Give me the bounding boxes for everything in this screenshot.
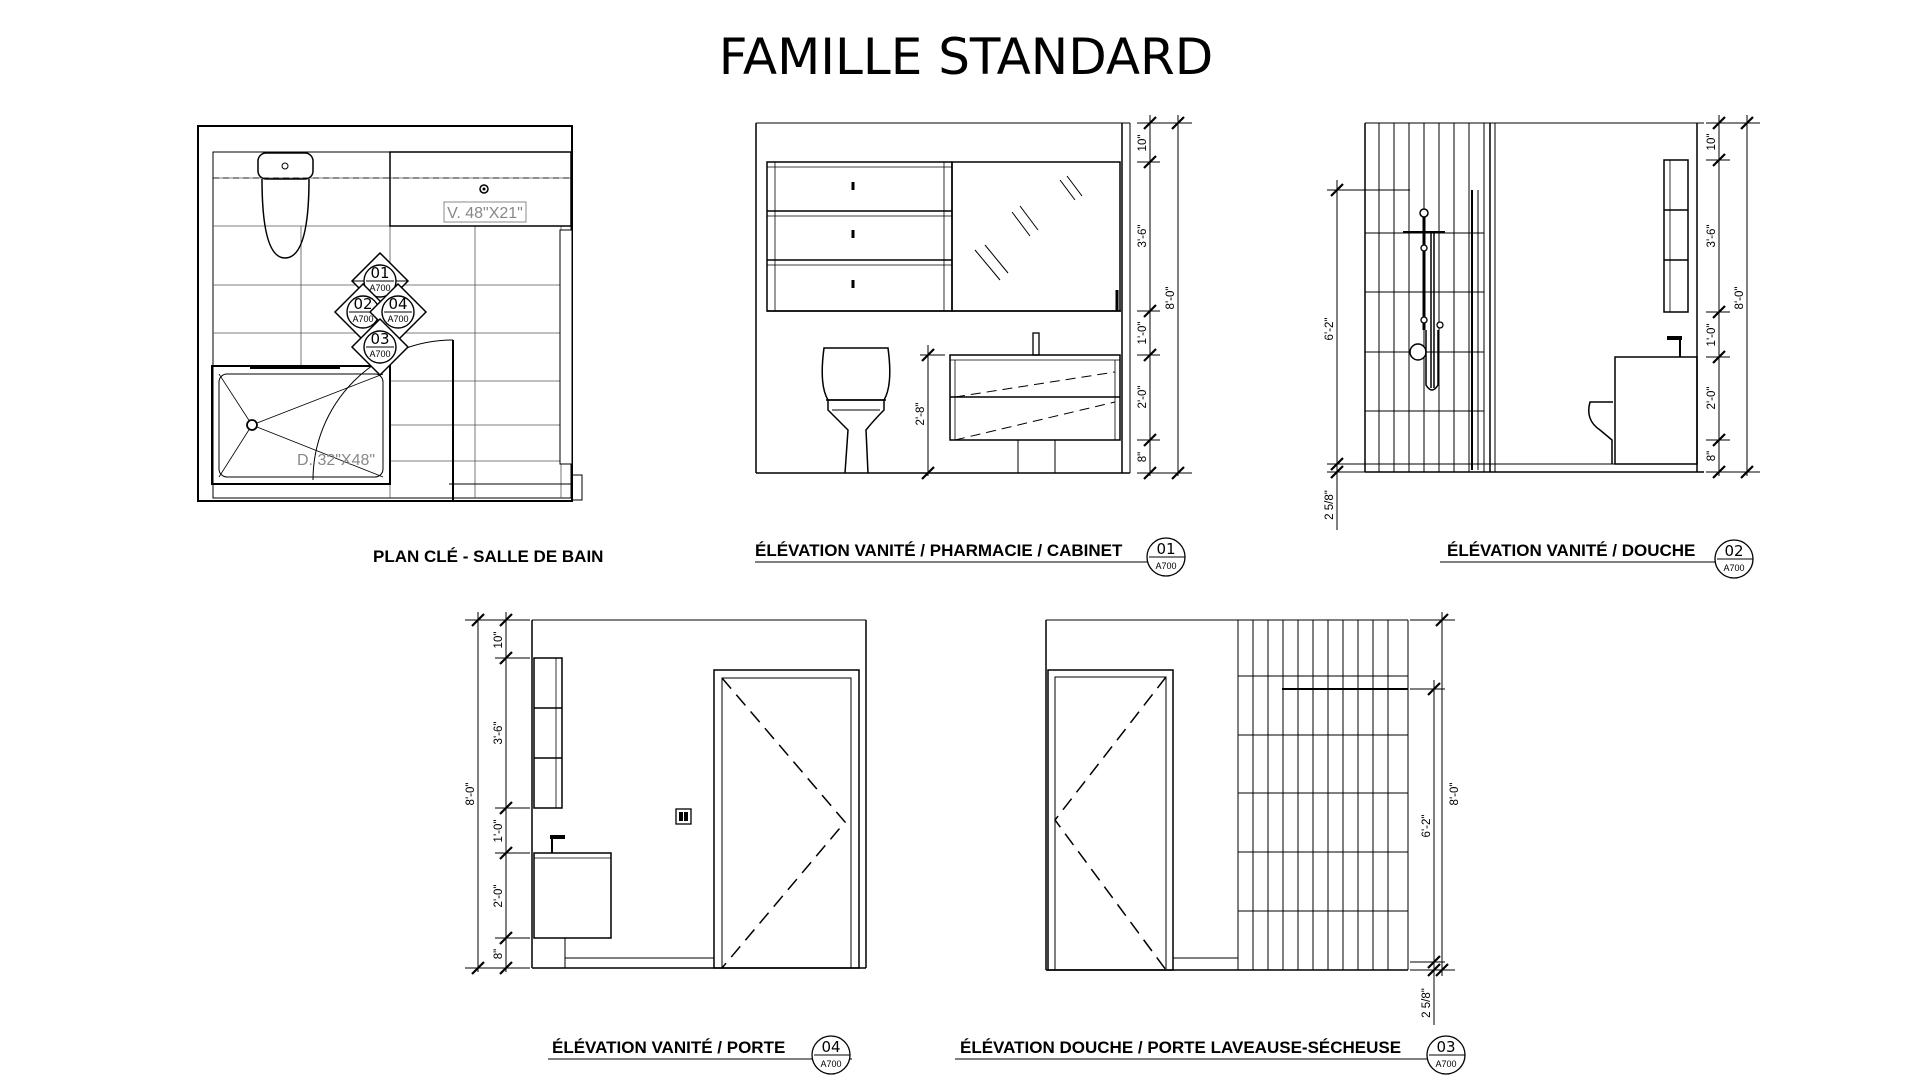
e03-dim-258: 2 5/8" — [1421, 988, 1433, 1018]
e01-dim-total: 8'-0" — [1165, 287, 1177, 310]
e01-dim-28: 2'-8" — [915, 403, 927, 426]
plan-tag-04-sheet: A700 — [387, 314, 408, 324]
e03-tag-num: 03 — [1436, 1038, 1455, 1056]
e03-caption: ÉLÉVATION DOUCHE / PORTE LAVEAUSE-SÉCHEU… — [960, 1038, 1401, 1057]
e02-dim-8: 8" — [1706, 451, 1718, 461]
e01-tag-sheet: A700 — [1155, 561, 1176, 571]
e01-dim-8: 8" — [1137, 452, 1149, 462]
e02-dim-258: 2 5/8" — [1324, 490, 1336, 520]
plan-tag-03-sheet: A700 — [369, 349, 390, 359]
elevation-01: 10" 3'-6" 1'-0" 2'-0" 8" 8'-0" 2'-8" ÉLÉ… — [755, 115, 1192, 577]
e04-dim-20: 2'-0" — [493, 885, 505, 908]
e03-dim-total: 8'-0" — [1449, 783, 1461, 806]
e02-caption: ÉLÉVATION VANITÉ / DOUCHE — [1447, 541, 1695, 560]
sheet-title: FAMILLE STANDARD — [719, 28, 1214, 86]
e01-dim-10: 10" — [1137, 135, 1149, 152]
plan-tag-02-sheet: A700 — [352, 314, 373, 324]
e02-dim-36: 3'-6" — [1706, 225, 1718, 248]
e04-dim-8: 8" — [493, 949, 505, 959]
e02-dim-total: 8'-0" — [1734, 287, 1746, 310]
elevation-03: 6'-2" 8'-0" 2 5/8" ÉLÉVATION DOUCHE / PO… — [955, 612, 1466, 1075]
e01-dim-10b: 1'-0" — [1137, 322, 1149, 345]
e03-tag-sheet: A700 — [1435, 1059, 1456, 1069]
e01-dim-36: 3'-6" — [1137, 225, 1149, 248]
e04-dim-total: 8'-0" — [465, 783, 477, 806]
elevation-04: 10" 3'-6" 1'-0" 2'-0" 8" 8'-0" ÉLÉVATION… — [465, 612, 867, 1075]
e04-tag-num: 04 — [821, 1038, 840, 1056]
key-plan: V. 48"X21" D. 32"X48" 01 A700 — [197, 125, 603, 566]
plan-tag-03-num: 03 — [370, 330, 389, 348]
e04-dim-36: 3'-6" — [493, 722, 505, 745]
plan-caption: PLAN CLÉ - SALLE DE BAIN — [373, 547, 603, 566]
e02-dim-62: 6'-2" — [1324, 318, 1336, 341]
vanity-size-label: V. 48"X21" — [447, 205, 523, 222]
e03-dim-62: 6'-2" — [1421, 815, 1433, 838]
plan-tag-01-num: 01 — [370, 264, 389, 282]
e04-tag-sheet: A700 — [820, 1059, 841, 1069]
plan-tag-02-num: 02 — [353, 295, 372, 313]
shower-size-label: D. 32"X48" — [297, 452, 375, 469]
e01-caption: ÉLÉVATION VANITÉ / PHARMACIE / CABINET — [755, 541, 1123, 560]
plan-tag-04-num: 04 — [388, 295, 407, 313]
plan-section-tags: 01 A700 02 A700 04 A700 03 A700 — [333, 251, 428, 377]
e02-dim-10b: 1'-0" — [1706, 324, 1718, 347]
e02-dim-10: 10" — [1706, 134, 1718, 151]
e02-tag-num: 02 — [1724, 542, 1743, 560]
e04-caption: ÉLÉVATION VANITÉ / PORTE — [552, 1038, 785, 1057]
e04-dim-10b: 1'-0" — [493, 820, 505, 843]
plan-tag-01-sheet: A700 — [369, 283, 390, 293]
e02-tag-sheet: A700 — [1723, 563, 1744, 573]
e01-dim-20: 2'-0" — [1137, 386, 1149, 409]
e04-dim-10: 10" — [493, 632, 505, 649]
e01-tag-num: 01 — [1156, 540, 1175, 558]
elevation-02: 10" 3'-6" 1'-0" 2'-0" 8" 8'-0" 6'-2" 2 5… — [1324, 115, 1760, 579]
e02-dim-20: 2'-0" — [1706, 387, 1718, 410]
